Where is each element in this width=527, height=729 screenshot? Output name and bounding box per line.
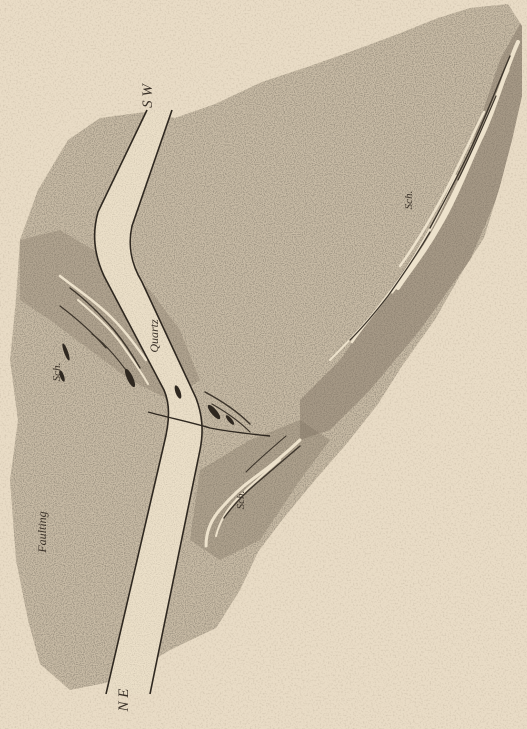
orientation-label-sw: S W: [140, 83, 156, 108]
schist-label-bottom: Sch.: [235, 491, 247, 510]
quartz-label: Quartz: [147, 319, 161, 353]
schist-label-left: Sch.: [51, 363, 63, 382]
schist-label-right: Sch.: [403, 191, 415, 210]
faulting-label: Faulting: [35, 511, 49, 553]
orientation-label-ne: N E: [116, 689, 132, 713]
